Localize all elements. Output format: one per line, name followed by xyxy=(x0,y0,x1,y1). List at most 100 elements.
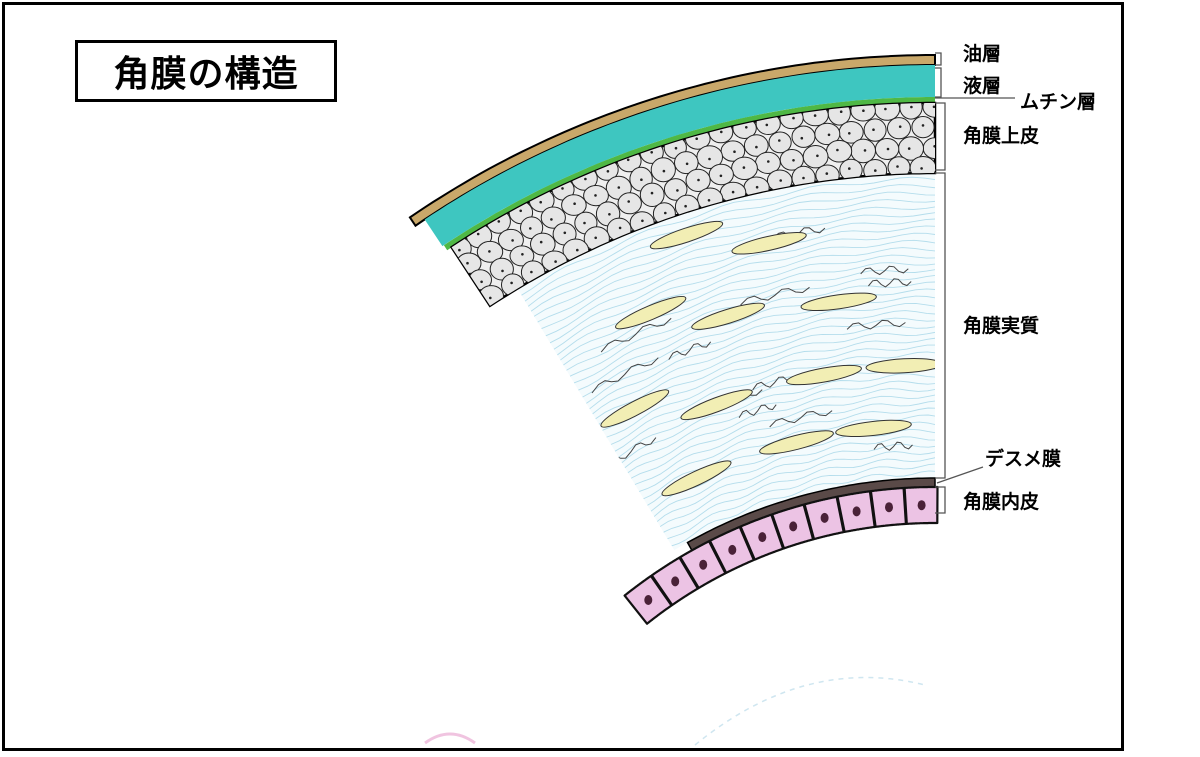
epithelium-nucleus xyxy=(676,189,679,192)
epithelium-nucleus xyxy=(488,250,491,253)
epithelium-cell xyxy=(674,151,699,175)
epithelium-cell xyxy=(509,245,535,267)
epithelium-nucleus xyxy=(606,170,610,173)
epithelium-nucleus xyxy=(554,260,557,263)
keratocyte xyxy=(835,419,912,438)
epithelium-nucleus xyxy=(441,307,444,310)
stroma-wave xyxy=(860,265,909,276)
keratocyte xyxy=(615,295,687,330)
keratocyte xyxy=(661,460,732,497)
epithelium-nucleus xyxy=(825,172,829,175)
stroma-fiber xyxy=(621,443,935,545)
stroma-fiber xyxy=(551,324,935,448)
stroma-fiber xyxy=(568,351,935,474)
label-epithelium: 角膜上皮 xyxy=(963,125,1040,147)
stroma-fiber xyxy=(633,463,935,551)
epithelium-nucleus xyxy=(836,148,839,152)
diagram-title: 角膜の構造 xyxy=(113,54,299,95)
epithelium-cell xyxy=(911,116,935,139)
epithelium-nucleus xyxy=(471,311,474,314)
epithelium-nucleus xyxy=(420,273,423,276)
epithelium-cell xyxy=(802,145,829,169)
epithelium-nucleus xyxy=(733,150,736,153)
label-mucin-layer: ムチン層 xyxy=(1020,91,1097,113)
stroma-fiber xyxy=(517,204,935,352)
keratocyte xyxy=(649,220,724,250)
epithelium-cell xyxy=(497,228,524,252)
epithelium-nucleus xyxy=(476,232,480,236)
epithelium-cell xyxy=(561,194,587,216)
endothelium-nucleus xyxy=(885,502,893,513)
epithelium-nucleus xyxy=(460,290,464,293)
stroma-fiber xyxy=(517,218,935,366)
epithelium-nucleus xyxy=(872,128,875,131)
epithelium-nucleus xyxy=(745,126,748,129)
keratocyte xyxy=(865,358,935,374)
epithelium-cell xyxy=(863,118,887,142)
epithelium-cell xyxy=(451,297,455,306)
stroma-wave xyxy=(868,278,912,288)
epithelium-nucleus xyxy=(910,105,913,109)
diagram-frame: 角膜の構造 油層 液層 ムチン層 角膜上皮 角膜実質 デスメ膜 角膜内皮 xyxy=(2,2,1124,751)
epithelium-nucleus xyxy=(510,281,513,285)
cornea-illustration xyxy=(407,52,1015,746)
keratocyte xyxy=(759,430,834,455)
epithelium-nucleus xyxy=(765,123,769,127)
stroma-wave xyxy=(738,404,777,419)
keratocyte xyxy=(680,389,753,421)
epithelium-nucleus xyxy=(583,221,586,225)
epithelium-nucleus xyxy=(695,137,698,140)
endothelium-nucleus xyxy=(917,500,926,511)
epithelium-nucleus xyxy=(720,130,723,134)
stroma-fiber xyxy=(612,428,935,534)
stroma-fiber xyxy=(592,393,935,507)
epithelium-nucleus xyxy=(755,145,758,149)
epithelium-nucleus xyxy=(884,107,887,111)
epithelium-nucleus xyxy=(430,293,433,296)
epithelium-nucleus xyxy=(755,185,759,189)
epithelium-nucleus xyxy=(932,105,935,109)
epithelium-cell xyxy=(407,264,431,287)
keratocyte xyxy=(691,302,765,330)
epithelium-cell xyxy=(743,134,769,157)
epithelium-nucleus xyxy=(448,275,451,278)
label-oil-layer: 油層 xyxy=(963,43,1002,65)
epithelium-nucleus xyxy=(573,202,576,205)
aqueous-layer xyxy=(424,65,935,247)
epithelium-nucleus xyxy=(708,157,711,161)
endothelium-nucleus xyxy=(820,512,829,523)
epithelium-nucleus xyxy=(539,200,542,204)
epithelium-nucleus xyxy=(697,178,700,182)
epithelium-cell xyxy=(639,182,665,208)
label-brackets xyxy=(935,52,1015,514)
endothelium-cells xyxy=(623,485,939,625)
epithelium-nucleus xyxy=(863,149,867,152)
epithelium-nucleus xyxy=(848,132,851,135)
epithelium-nucleus xyxy=(650,151,653,154)
epithelium-nucleus xyxy=(641,219,644,223)
epithelium-nucleus xyxy=(731,190,735,194)
stroma-fiber xyxy=(517,254,935,390)
epithelium-nucleus xyxy=(874,169,877,172)
epithelium-nucleus xyxy=(466,261,469,265)
epithelium-nucleus xyxy=(640,178,643,181)
epithelium-nucleus xyxy=(839,110,843,113)
epithelium-nucleus xyxy=(742,166,746,169)
epithelium-nucleus xyxy=(453,326,456,329)
epithelium-nucleus xyxy=(594,236,597,240)
stroma-fiber xyxy=(629,456,935,551)
title-box: 角膜の構造 xyxy=(75,40,337,102)
epithelium-nucleus xyxy=(489,296,492,300)
endothelium-nucleus xyxy=(671,576,680,587)
epithelium-nucleus xyxy=(907,147,911,150)
epithelium-nucleus xyxy=(802,176,805,180)
epithelium-cell xyxy=(451,281,474,305)
epithelium-nucleus xyxy=(920,167,923,170)
epithelium-cell xyxy=(887,117,911,140)
stroma-wave xyxy=(668,341,712,360)
epithelium-nucleus xyxy=(896,165,899,168)
stroma-fiber xyxy=(517,239,935,381)
epithelium-nucleus xyxy=(827,133,831,137)
label-stroma: 角膜実質 xyxy=(963,315,1040,337)
epithelium-nucleus xyxy=(626,158,630,162)
